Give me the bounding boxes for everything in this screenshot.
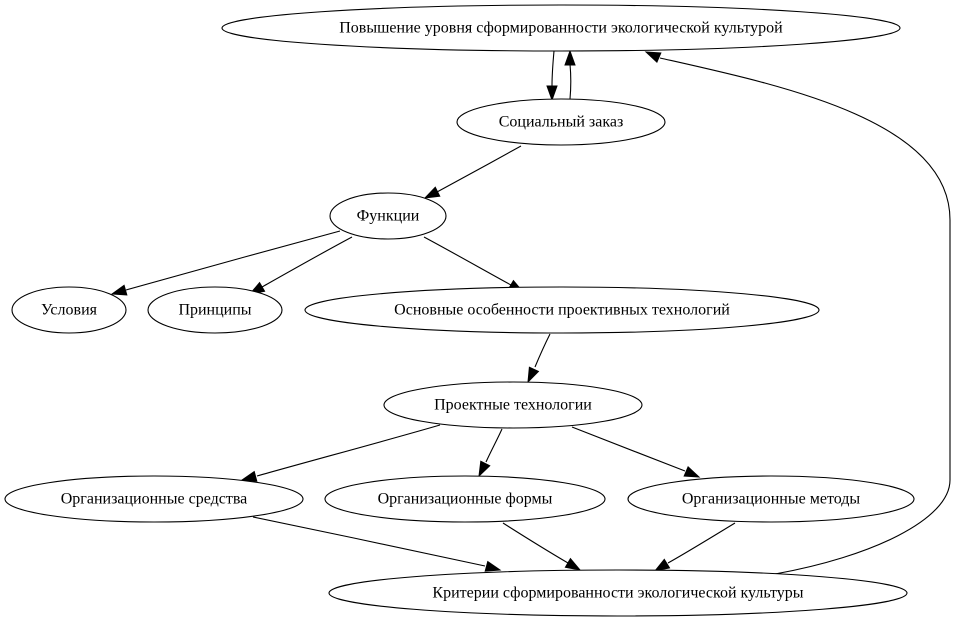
edge-func-to-feat (423, 236, 525, 293)
node-label: Организационные формы (378, 491, 553, 508)
nodes-layer: Повышение уровня сформированности эколог… (4, 4, 915, 617)
arrowhead-icon (546, 85, 558, 102)
edge-line (551, 50, 555, 87)
edge-line (534, 333, 551, 368)
node-org-methods[interactable]: Организационные методы (627, 475, 915, 523)
arrowhead-icon (423, 186, 441, 199)
edge-crit-to-top (644, 51, 951, 575)
edge-methods-to-crit (653, 522, 736, 572)
edge-line (502, 522, 569, 564)
edge-line (569, 63, 572, 100)
edge-line (667, 522, 736, 564)
node-principles[interactable]: Принципы (147, 286, 283, 334)
node-social-order[interactable]: Социальный заказ (456, 98, 666, 146)
edge-line (659, 57, 951, 575)
arrowhead-icon (644, 51, 662, 63)
node-org-means[interactable]: Организационные средства (4, 475, 304, 523)
edge-line (571, 426, 686, 472)
edge-social-to-func (423, 145, 522, 199)
node-label: Организационные средства (61, 491, 248, 508)
arrowhead-icon (527, 366, 540, 384)
edge-proj-to-methods (571, 426, 701, 478)
arrowhead-icon (683, 466, 701, 478)
arrowhead-icon (564, 557, 582, 571)
node-label: Основные особенности проективных техноло… (394, 302, 730, 319)
node-conditions[interactable]: Условия (11, 286, 127, 334)
node-label: Социальный заказ (499, 114, 624, 131)
edge-line (252, 516, 486, 567)
node-features[interactable]: Основные особенности проективных техноло… (304, 286, 820, 334)
arrowhead-icon (240, 470, 258, 482)
node-label: Принципы (178, 302, 251, 319)
arrowhead-icon (484, 560, 502, 572)
edge-social-to-top (564, 49, 576, 100)
edge-line (261, 236, 353, 288)
node-label: Функции (357, 208, 420, 225)
node-label: Проектные технологии (434, 397, 592, 414)
edge-top-to-social (546, 50, 558, 102)
arrowhead-icon (110, 284, 128, 296)
edge-line (256, 424, 441, 477)
node-project-tech[interactable]: Проектные технологии (383, 381, 643, 429)
arrowhead-icon (653, 558, 671, 572)
edge-line (436, 145, 522, 193)
edge-func-to-princ (248, 236, 353, 295)
node-functions[interactable]: Функции (329, 192, 447, 240)
edge-proj-to-forms (478, 428, 503, 478)
edge-line (125, 230, 341, 291)
edges-layer (110, 49, 951, 575)
edge-feat-to-proj (527, 333, 551, 384)
node-top-goal[interactable]: Повышение уровня сформированности эколог… (221, 4, 901, 52)
edge-proj-to-means (240, 424, 441, 482)
node-label: Организационные методы (682, 491, 861, 508)
arrowhead-icon (478, 460, 491, 478)
node-label: Условия (41, 302, 98, 319)
edge-means-to-crit (252, 516, 502, 572)
edge-line (423, 236, 512, 286)
arrowhead-icon (564, 49, 576, 66)
node-org-forms[interactable]: Организационные формы (324, 475, 606, 523)
edge-func-to-cond (110, 230, 341, 296)
node-label: Повышение уровня сформированности эколог… (339, 20, 783, 37)
edge-line (485, 428, 503, 463)
node-label: Критерии сформированности экологической … (432, 585, 803, 602)
node-criteria[interactable]: Критерии сформированности экологической … (328, 569, 908, 617)
edge-forms-to-crit (502, 522, 582, 571)
